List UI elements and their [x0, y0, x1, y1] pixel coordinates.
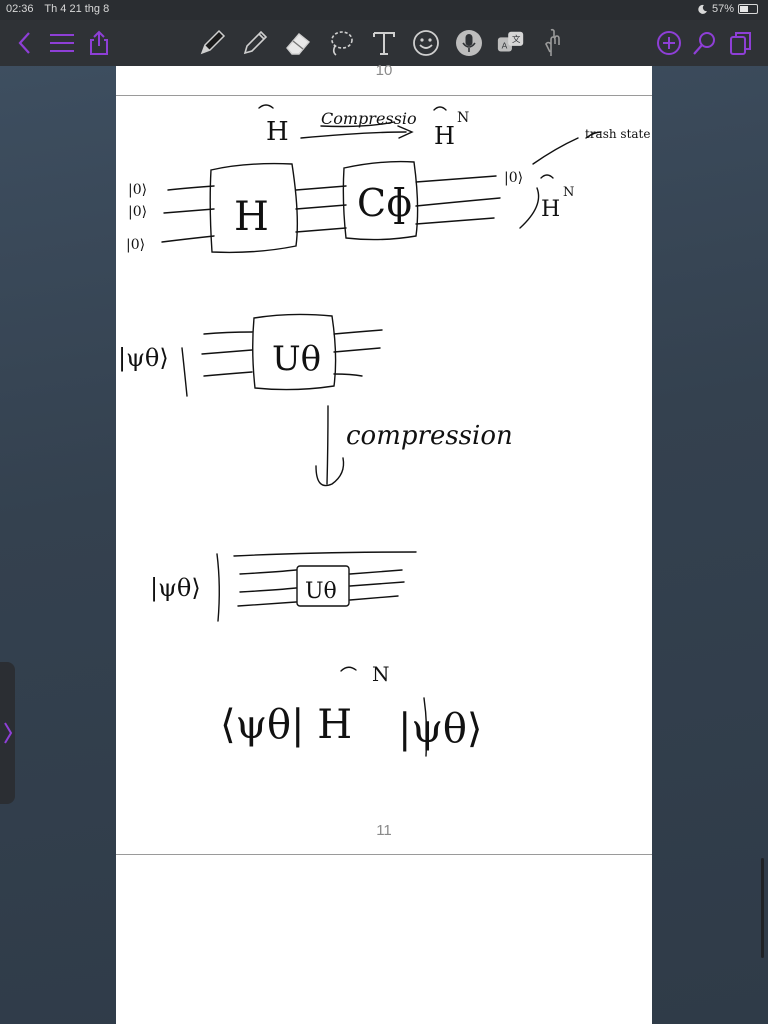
page-divider-top	[116, 95, 652, 96]
pages-icon[interactable]	[726, 28, 756, 58]
ink-ket-zero-1: |0⟩	[128, 182, 147, 198]
ink-h-n: H	[434, 122, 455, 150]
ink-compression: compression	[346, 421, 513, 451]
ink-psi-theta: |ψθ⟩	[118, 344, 169, 373]
svg-text:A: A	[502, 41, 508, 51]
ink-expectation: ⟨ψθ| H	[220, 702, 352, 748]
canvas-background	[0, 66, 116, 1024]
page-divider-bottom	[116, 854, 652, 855]
share-icon[interactable]	[84, 28, 114, 58]
notebook-page[interactable]: 10	[116, 62, 652, 1024]
battery-percent: 57%	[711, 3, 734, 15]
ink-gate-h: H	[234, 194, 269, 240]
ink-expectation-tail: |ψθ⟩	[398, 706, 483, 752]
status-date: Th 4 21 thg 8	[44, 3, 110, 15]
battery-fill	[740, 6, 748, 12]
ink-output-h: H	[541, 197, 560, 222]
side-panel-toggle[interactable]	[0, 662, 15, 804]
ink-gate-u: Uθ	[272, 339, 321, 379]
handwriting-layer: H Compressio H N trash state |0⟩ |0⟩ |0⟩…	[118, 104, 650, 757]
status-time: 02:36	[6, 3, 34, 15]
ink-gate-u-2: Uθ	[305, 579, 337, 604]
pencil-icon[interactable]	[240, 28, 270, 58]
sticker-icon[interactable]	[411, 28, 441, 58]
ink-output-ket: |0⟩	[504, 170, 523, 186]
ink-output-n: N	[563, 185, 574, 200]
ink-psi-theta-2: |ψθ⟩	[150, 574, 201, 603]
search-icon[interactable]	[690, 28, 720, 58]
status-bar: 02:36 Th 4 21 thg 8 57%	[0, 0, 768, 20]
svg-text:文: 文	[512, 34, 521, 44]
page-number-bottom: 11	[376, 822, 392, 839]
ink-gate-c: Cɸ	[357, 181, 412, 225]
page-number-top: 10	[375, 62, 393, 79]
ink-ket-zero-2: |0⟩	[128, 204, 147, 220]
ink-compress-label: Compressio	[321, 109, 417, 128]
ink-h: H	[266, 117, 289, 147]
lasso-icon[interactable]	[326, 28, 356, 58]
scrollbar[interactable]	[761, 858, 764, 958]
ink-n-sup-2: N	[372, 662, 390, 686]
back-icon[interactable]	[10, 28, 40, 58]
table-of-contents-icon[interactable]	[47, 28, 77, 58]
ink-n-sup: N	[457, 110, 469, 126]
text-icon[interactable]	[369, 28, 399, 58]
ink-ket-zero-3: |0⟩	[126, 237, 145, 253]
hand-icon[interactable]	[539, 28, 569, 58]
pen-icon[interactable]	[197, 28, 227, 58]
moon-icon	[698, 4, 707, 14]
chevron-right-icon	[3, 722, 12, 744]
ink-trash-state: trash state	[585, 127, 650, 141]
eraser-icon[interactable]	[283, 28, 313, 58]
add-page-icon[interactable]	[654, 28, 684, 58]
microphone-icon[interactable]	[454, 28, 484, 58]
battery-icon	[738, 4, 758, 14]
